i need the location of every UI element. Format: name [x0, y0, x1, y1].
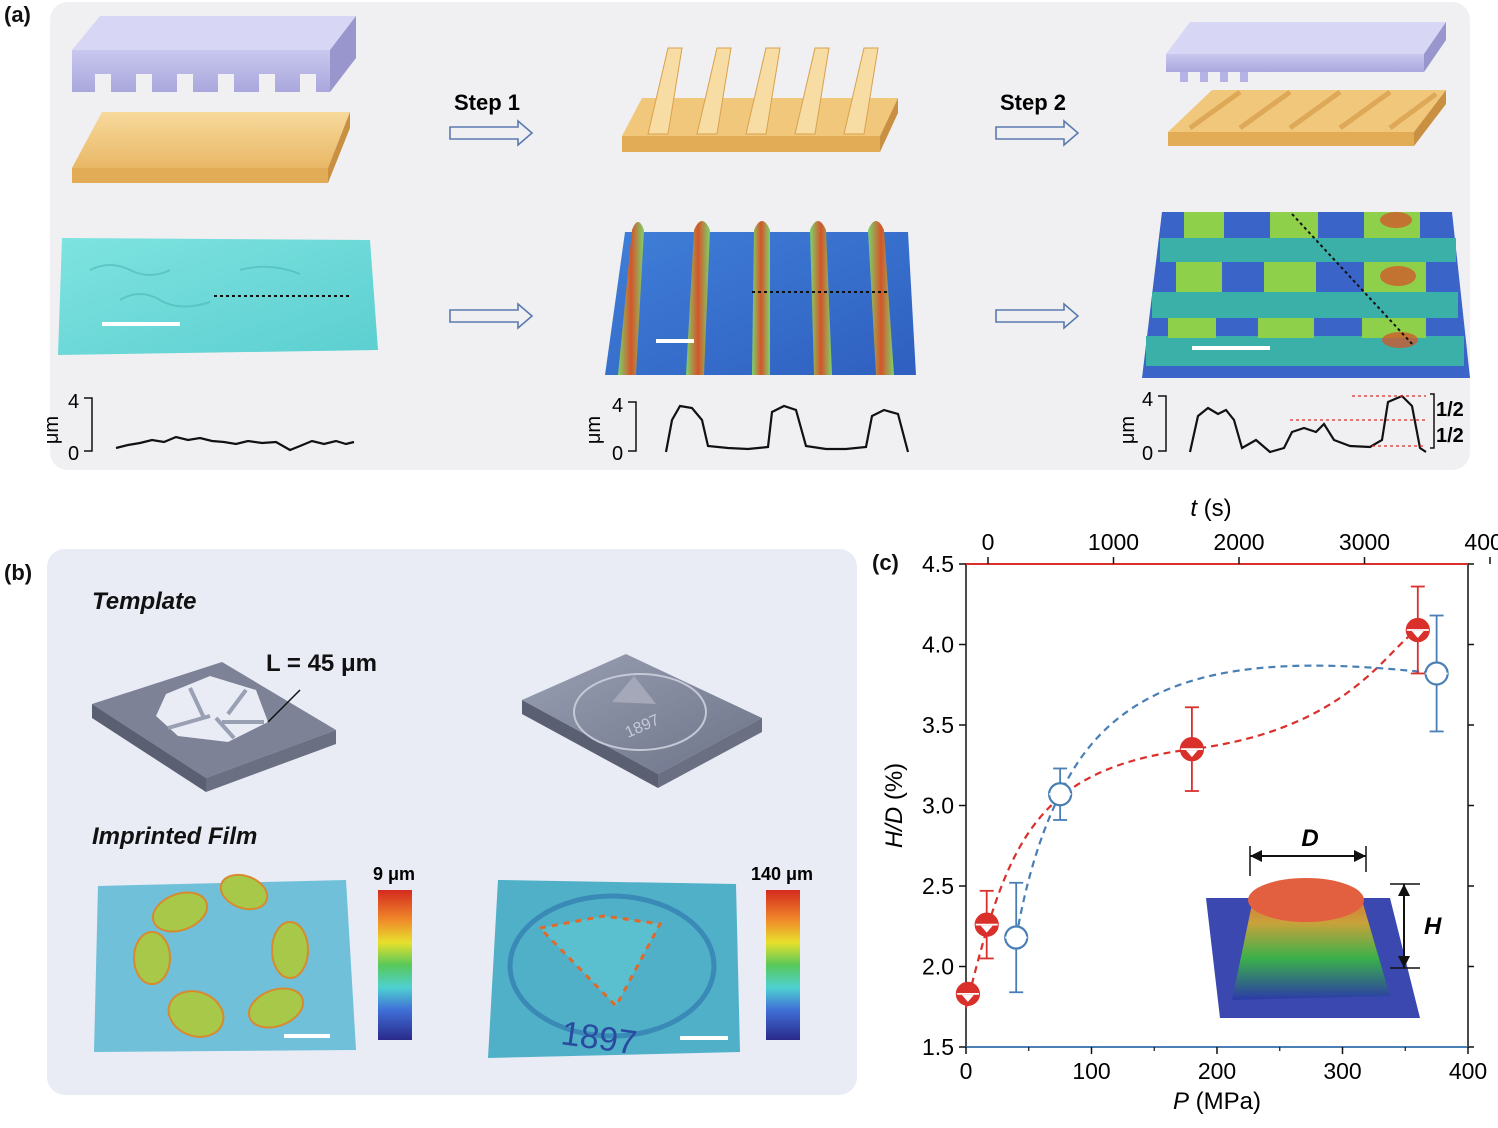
red-point-1-marker-triangle — [980, 925, 993, 933]
arrow-row2-left — [449, 302, 534, 330]
profile-3: μm 4 0 1/2 1/2 — [1117, 389, 1464, 465]
cross-surface-map — [1142, 212, 1470, 378]
y-axis-title: H/D (%) — [881, 763, 908, 848]
x-tick-label: 400 — [1449, 1058, 1487, 1084]
step1-label: Step 1 — [454, 90, 520, 115]
panel-a-label: (a) — [4, 2, 31, 27]
y-tick-label: 2.0 — [922, 954, 954, 980]
inset-H: H — [1424, 913, 1442, 940]
x-tick-label: 300 — [1323, 1058, 1361, 1084]
x2-tick-label: 3000 — [1339, 529, 1390, 555]
y-tick-label: 4.0 — [922, 632, 954, 658]
blue-point-0-marker-triangle — [1010, 938, 1023, 946]
step2-arrow — [995, 119, 1080, 147]
y-tick-label: 2.5 — [922, 873, 954, 899]
profile1-tick-4: 4 — [68, 391, 79, 413]
panel-c-label: (c) — [872, 550, 899, 575]
imprinted-film-2: 1897 — [488, 880, 740, 1062]
step2-label: Step 2 — [1000, 90, 1066, 115]
profile2-tick-0: 0 — [612, 443, 623, 465]
ratio-bottom: 1/2 — [1436, 425, 1464, 447]
ridged-film — [622, 47, 898, 152]
fit-curve-red — [964, 629, 1419, 1009]
x-tick-label: 0 — [960, 1058, 973, 1084]
flat-surface-map — [58, 238, 378, 355]
ridged-film-2 — [1168, 89, 1446, 146]
x2-axis-title: t (s) — [1190, 495, 1231, 522]
profile3-tick-4: 4 — [1142, 389, 1153, 411]
x-axis-title: P (MPa) — [1173, 1088, 1261, 1115]
red-point-3-marker-triangle — [1411, 631, 1424, 639]
red-point-0-marker-triangle — [961, 994, 974, 1002]
x2-tick-label: 2000 — [1213, 529, 1264, 555]
panel-b-label: (b) — [4, 560, 33, 585]
y-tick-label: 3.0 — [922, 793, 954, 819]
colorbar1-max: 9 μm — [373, 864, 415, 884]
imprinted-film-1 — [94, 873, 356, 1052]
red-point-2-marker-triangle — [1185, 750, 1198, 758]
profile1-tick-0: 0 — [68, 443, 79, 465]
profile2-tick-4: 4 — [612, 395, 623, 417]
profile3-tick-0: 0 — [1142, 443, 1153, 465]
mold-stamp — [72, 16, 356, 92]
inset-D: D — [1301, 825, 1318, 852]
colorbar-1: 9 μm — [373, 864, 415, 1040]
ratio-top: 1/2 — [1436, 399, 1464, 421]
flat-film — [72, 112, 350, 183]
blue-point-1-marker-triangle — [1054, 795, 1067, 803]
profile-1: μm 4 0 — [41, 391, 355, 465]
template-title: Template — [92, 588, 197, 615]
cross-stamp — [1166, 22, 1446, 82]
arrow-row2-right — [995, 302, 1080, 330]
length-label: L = 45 μm — [266, 650, 377, 677]
fit-curve-blue — [1015, 664, 1437, 938]
profile1-unit: μm — [41, 416, 63, 444]
template-plate-1 — [92, 662, 336, 792]
step1-arrow — [449, 119, 534, 147]
y-tick-label: 1.5 — [922, 1034, 954, 1060]
y-tick-label: 3.5 — [922, 712, 954, 738]
colorbar2-max: 140 μm — [751, 864, 813, 884]
ridged-surface-map — [605, 221, 916, 375]
dome-inset — [1206, 846, 1420, 1018]
imprinted-film-title: Imprinted Film — [92, 823, 258, 850]
profile2-unit: μm — [583, 416, 605, 444]
profile-2: μm 4 0 — [583, 395, 910, 465]
x2-tick-label: 0 — [982, 529, 995, 555]
x-tick-label: 200 — [1198, 1058, 1236, 1084]
template-plate-2: 1897 — [522, 654, 762, 788]
x-tick-label: 100 — [1072, 1058, 1110, 1084]
x2-tick-label: 1000 — [1088, 529, 1139, 555]
blue-point-2-marker-triangle — [1430, 674, 1443, 682]
profile3-unit: μm — [1117, 416, 1139, 444]
y-tick-label: 4.5 — [922, 551, 954, 577]
colorbar-2: 140 μm — [751, 864, 813, 1040]
